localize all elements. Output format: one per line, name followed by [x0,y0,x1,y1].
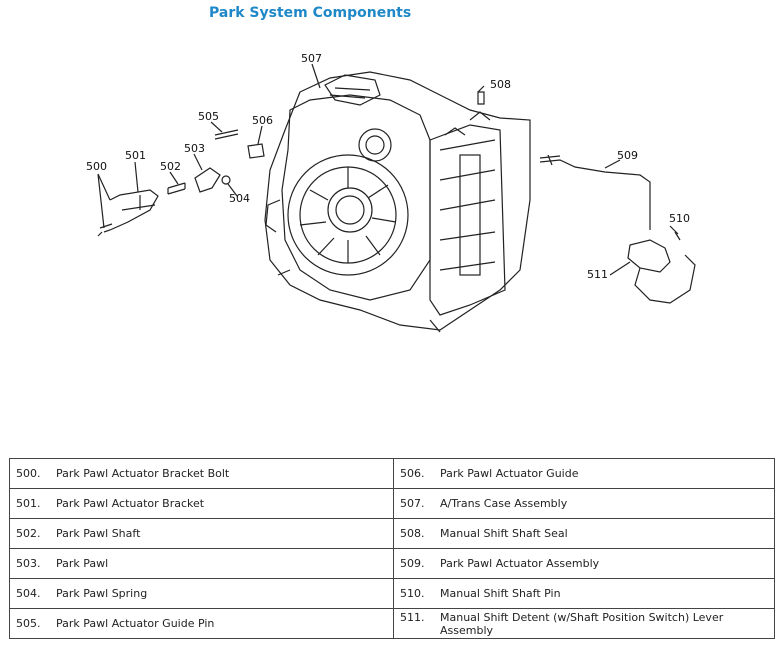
legend-cell: 500. Park Pawl Actuator Bracket Bolt [9,458,394,489]
callout-511: 511 [587,268,608,281]
legend-row: 503. Park Pawl 509. Park Pawl Actuator Ass… [9,548,775,579]
part-name: Park Pawl Actuator Assembly [440,557,600,570]
part-number: 509. [400,557,425,570]
callout-500: 500 [86,160,107,173]
callout-506: 506 [252,114,273,127]
callout-504: 504 [229,192,250,205]
part-number: 502. [16,527,41,540]
callout-503: 503 [184,142,205,155]
legend-row: 501. Park Pawl Actuator Bracket 507. A/Tra… [9,488,775,519]
part-number: 511. [400,610,425,624]
legend-cell-wrap: 511. Manual Shift Detent (w/Shaft Positio… [400,611,768,637]
part-number: 506. [400,467,425,480]
part-number: 504. [16,587,41,600]
legend-cell: 507. A/Trans Case Assembly [393,488,775,519]
parts-legend-table: 500. Park Pawl Actuator Bracket Bolt 506.… [9,458,775,639]
part-name: A/Trans Case Assembly [440,497,568,510]
part-number: 501. [16,497,41,510]
part-name: Park Pawl Actuator Guide Pin [56,617,215,630]
part-name: Park Pawl Shaft [56,527,141,540]
part-name: Park Pawl Actuator Bracket [56,497,205,510]
exploded-parts-diagram: 507 508 509 510 511 505 506 503 501 502 … [86,52,696,333]
legend-cell: 505. Park Pawl Actuator Guide Pin [9,608,394,639]
callout-501: 501 [125,149,146,162]
part-name: Manual Shift Detent (w/Shaft Position Sw… [440,610,724,637]
part-name: Park Pawl [56,557,109,570]
legend-cell: 510. Manual Shift Shaft Pin [393,578,775,609]
part-name: Park Pawl Spring [56,587,148,600]
callout-508: 508 [490,78,511,91]
legend-row: 502. Park Pawl Shaft 508. Manual Shift Sha… [9,518,775,549]
part-number: 500. [16,467,41,480]
page-title: Park System Components [209,5,412,21]
legend-cell: 504. Park Pawl Spring [9,578,394,609]
callout-505: 505 [198,110,219,123]
legend-cell: 511. Manual Shift Detent (w/Shaft Positio… [393,608,775,639]
part-number: 510. [400,587,425,600]
part-name: Park Pawl Actuator Guide [440,467,579,480]
legend-row: 504. Park Pawl Spring 510. Manual Shift Sh… [9,578,775,609]
part-name: Manual Shift Shaft Seal [440,527,568,540]
part-number: 508. [400,527,425,540]
part-number: 503. [16,557,41,570]
legend-cell: 509. Park Pawl Actuator Assembly [393,548,775,579]
callout-507: 507 [301,52,322,65]
legend-row: 500. Park Pawl Actuator Bracket Bolt 506.… [9,458,775,489]
part-number: 505. [16,617,41,630]
legend-cell: 503. Park Pawl [9,548,394,579]
legend-cell: 506. Park Pawl Actuator Guide [393,458,775,489]
part-name: Park Pawl Actuator Bracket Bolt [56,467,230,480]
legend-cell: 501. Park Pawl Actuator Bracket [9,488,394,519]
legend-cell: 502. Park Pawl Shaft [9,518,394,549]
legend-row: 505. Park Pawl Actuator Guide Pin 511. Man… [9,608,775,639]
legend-cell: 508. Manual Shift Shaft Seal [393,518,775,549]
part-name: Manual Shift Shaft Pin [440,587,561,600]
callout-510: 510 [669,212,690,225]
callout-502: 502 [160,160,181,173]
part-number: 507. [400,497,425,510]
callout-509: 509 [617,149,638,162]
